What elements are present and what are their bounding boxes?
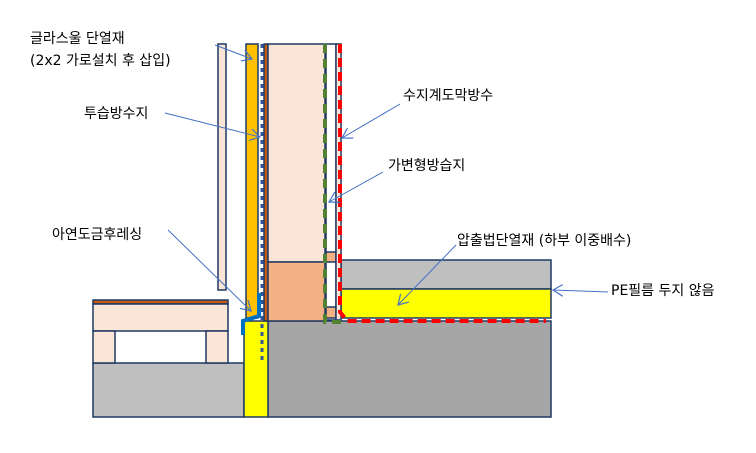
arrow-pe [553,290,609,292]
label-pe-film: PE필름 두지 않음 [611,283,715,299]
label-breather-membrane: 투습방수지 [84,106,149,122]
inner-board [335,43,342,321]
lower-xps [243,320,269,418]
wall-upper [267,43,326,263]
label-galvanized-flashing: 아연도금후레싱 [52,227,143,243]
arrow-glass-wool [214,44,252,59]
resin-coating-line [338,44,546,323]
xps-insulation [340,288,552,319]
arrow-breather [164,112,260,137]
vapor-barrier-line [323,44,345,324]
floor-slab [340,259,552,290]
zinc-flashing [241,293,261,335]
label-resin-coating: 수지계도막방수 [403,88,494,104]
label-glass-wool: 글라스울 단열재 [30,31,125,47]
label-glass-wool-note: (2x2 가로설치 후 삽입) [30,53,171,69]
label-xps-insulation: 압출법단열재 (하부 이중배수) [457,233,632,249]
arrow-xps [398,244,457,305]
inner-strip [325,43,337,321]
label-variable-vapor-barrier: 가변형방습지 [388,158,466,174]
concrete-foundation [267,320,552,418]
deck-leg-right [205,330,229,364]
wall-lower [267,261,326,322]
deck-beam [92,303,229,332]
arrow-resin [342,103,401,138]
inner-strip-block-1 [325,251,337,263]
glass-wool-board [245,43,259,319]
left-ground [92,362,245,418]
inner-strip-block-2 [325,306,337,319]
arrow-flashing [167,229,251,311]
arrow-vapor [329,171,384,202]
cladding-panel [217,43,227,291]
deck-leg-left [92,330,116,364]
